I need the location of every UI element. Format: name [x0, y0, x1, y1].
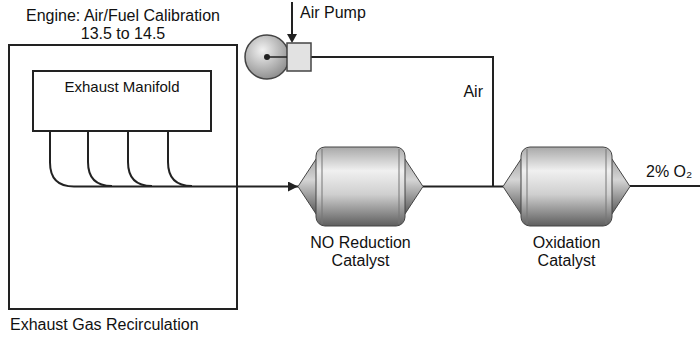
note-label: Exhaust Gas Recirculation — [10, 316, 199, 334]
catalyst-rim — [399, 149, 400, 224]
pump-text: Air Pump — [300, 4, 366, 22]
flow-line — [423, 186, 503, 188]
catalyst: Oxidation Catalyst — [503, 145, 630, 228]
catalyst-body — [521, 147, 612, 226]
oxygen-label: 2% O₂ — [646, 163, 692, 181]
free-label: 2% O₂ — [646, 163, 692, 181]
manifold-pipe — [128, 130, 152, 186]
catalyst-text: NO Reduction Catalyst — [292, 234, 429, 270]
outlet-line — [630, 185, 700, 187]
free-label: Exhaust Gas Recirculation — [10, 316, 199, 334]
edge-label: Air — [461, 83, 485, 101]
pump-label: Air Pump — [300, 4, 366, 22]
catalyst-shape — [503, 145, 630, 228]
box-label: Exhaust Manifold — [34, 78, 210, 96]
catalyst-rim — [606, 149, 607, 224]
inlet-line — [291, 2, 293, 35]
pump-housing — [287, 43, 311, 71]
pump-hub — [264, 54, 270, 60]
air-pump: Air Pump — [243, 32, 313, 82]
flow-line — [50, 132, 298, 187]
flow-label: Air — [463, 83, 483, 101]
catalyst-label: Oxidation Catalyst — [497, 234, 636, 270]
pump-body — [245, 35, 289, 79]
inlet-arrowhead — [287, 34, 297, 43]
catalyst-label: NO Reduction Catalyst — [292, 234, 429, 270]
manifold-box: Exhaust Manifold — [32, 70, 212, 132]
pump-symbol — [243, 32, 313, 82]
box-text: Exhaust Manifold — [34, 78, 210, 96]
catalyst-text: Oxidation Catalyst — [497, 234, 636, 270]
catalyst: NO Reduction Catalyst — [298, 145, 423, 228]
box-label: Engine: Air/Fuel Calibration — [6, 7, 240, 25]
box-text: Engine: Air/Fuel Calibration13.5 to 14.5 — [6, 7, 240, 43]
box-sublabel: 13.5 to 14.5 — [6, 25, 240, 43]
manifold-pipe — [168, 130, 192, 186]
catalyst-rim — [322, 149, 323, 224]
manifold-pipe — [88, 130, 112, 186]
engine-box: Engine: Air/Fuel Calibration13.5 to 14.5… — [8, 44, 238, 310]
catalyst-shape — [298, 145, 423, 228]
catalyst-rim — [527, 149, 528, 224]
catalyst-body — [316, 147, 405, 226]
